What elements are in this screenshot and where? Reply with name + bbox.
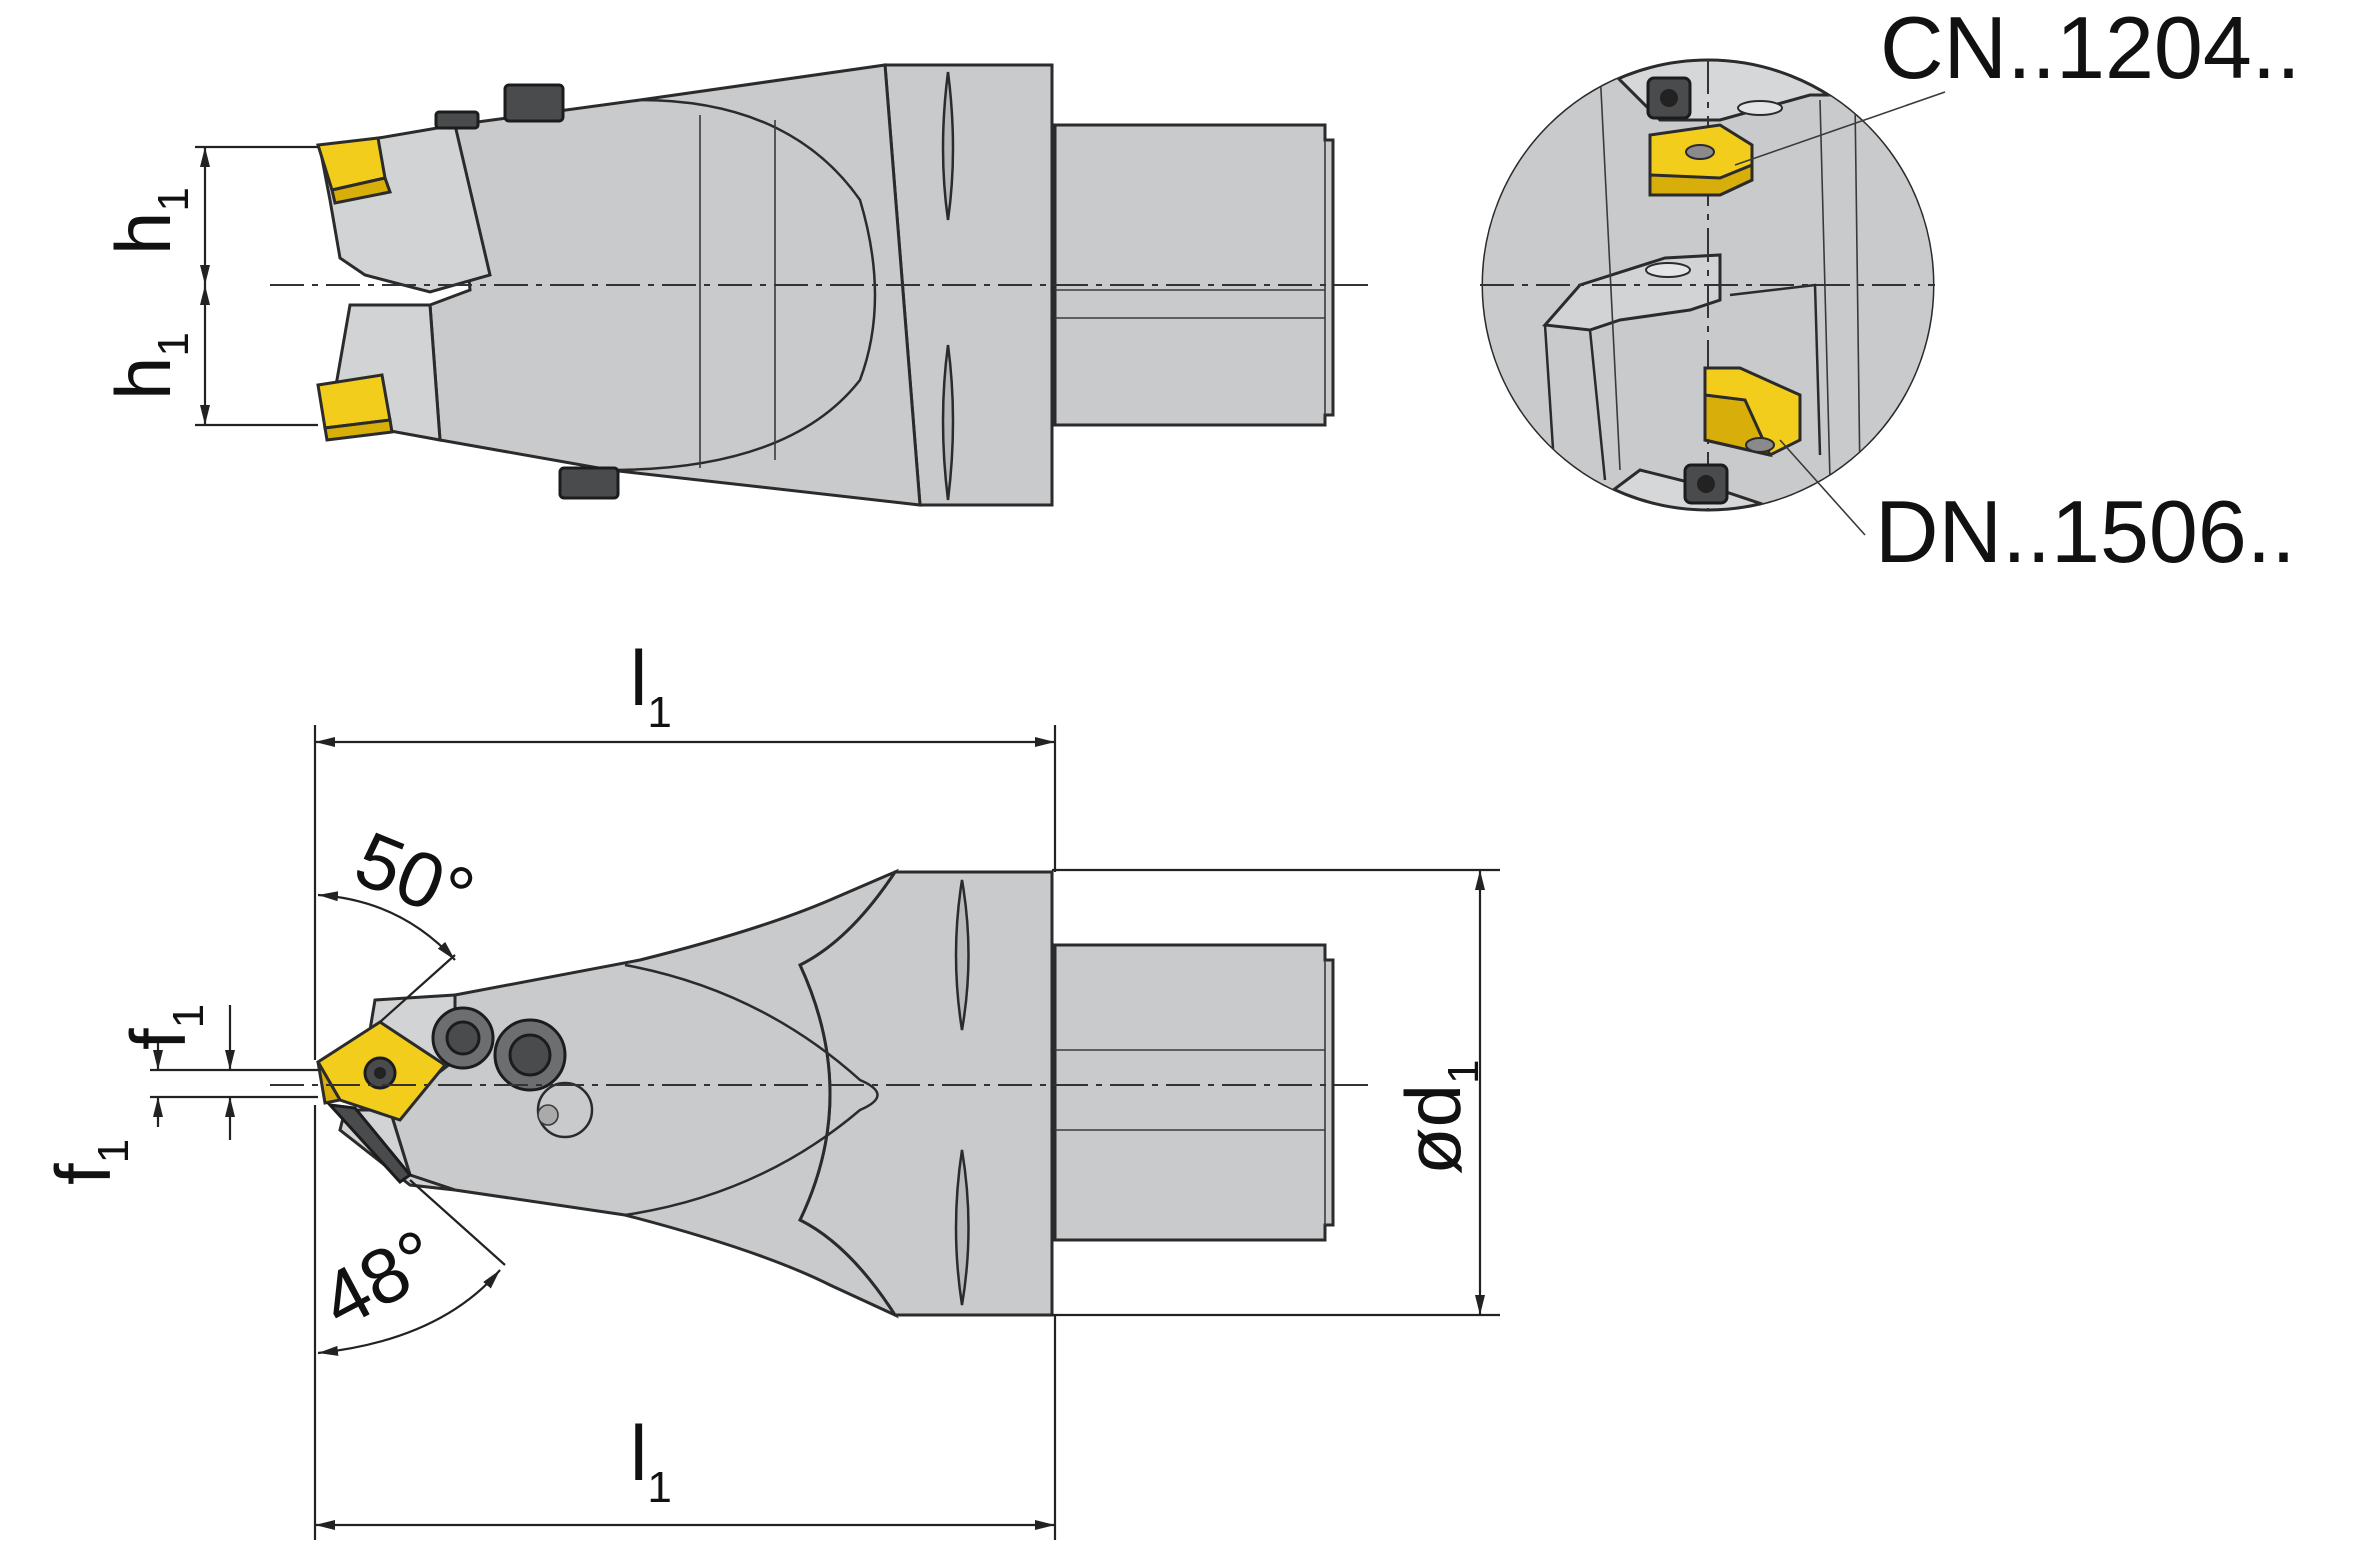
insert-cn-label: CN..1204.. bbox=[1880, 0, 2301, 97]
angle-50-label: 50° bbox=[344, 814, 486, 940]
angle-48-label: 48° bbox=[307, 1212, 452, 1345]
f1-top-label: f1 bbox=[114, 1004, 213, 1050]
side-shank bbox=[1053, 943, 1335, 1242]
f1-bottom-label: f1 bbox=[39, 1139, 138, 1185]
top-shank bbox=[1053, 123, 1335, 427]
top-view: h1 h1 bbox=[99, 63, 1375, 507]
detail-view: CN..1204.. DN..1506.. bbox=[1480, 0, 2301, 581]
l1-top-label: l1 bbox=[630, 634, 672, 737]
h1-top-label: h1 bbox=[99, 187, 198, 255]
side-body bbox=[388, 868, 900, 1319]
insert-dn-label: DN..1506.. bbox=[1875, 482, 2296, 581]
d1-label: ød1 bbox=[1389, 1059, 1488, 1175]
h1-bottom-label: h1 bbox=[99, 332, 198, 400]
side-view: l1 l1 ød1 f1 f1 50° 48° bbox=[39, 634, 1500, 1540]
l1-bottom-label: l1 bbox=[630, 1409, 672, 1512]
